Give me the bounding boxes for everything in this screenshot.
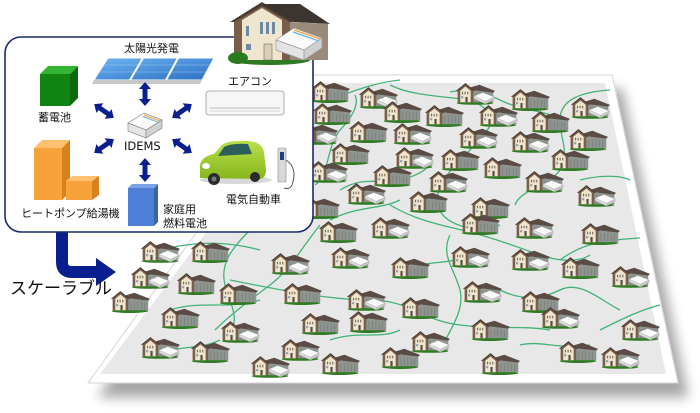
idems-device-icon (127, 112, 163, 139)
scale-arrow (56, 232, 116, 286)
electric-vehicle-label: 電気自動車 (226, 193, 281, 206)
solar-label: 太陽光発電 (124, 42, 179, 55)
scalable-label: スケーラブル (10, 279, 112, 299)
solar-panel-icon (92, 57, 215, 84)
air-conditioner-icon (205, 90, 285, 116)
idems-label: IDEMS (124, 139, 161, 153)
home-with-idems-icon (228, 2, 330, 65)
fuel-cell-label-line1: 家庭用 (163, 203, 196, 216)
fuel-cell-icon (128, 184, 158, 226)
storage-battery-icon (40, 66, 78, 106)
air-conditioner-label: エアコン (228, 75, 272, 88)
electric-vehicle-icon (200, 140, 295, 190)
heat-pump-label: ヒートポンプ給湯機 (21, 207, 120, 220)
fuel-cell-label-line2: 燃料電池 (163, 217, 207, 230)
heat-pump-water-heater-icon (34, 140, 99, 200)
storage-battery-label: 蓄電池 (38, 111, 71, 124)
bidirectional-arrows (94, 82, 192, 182)
